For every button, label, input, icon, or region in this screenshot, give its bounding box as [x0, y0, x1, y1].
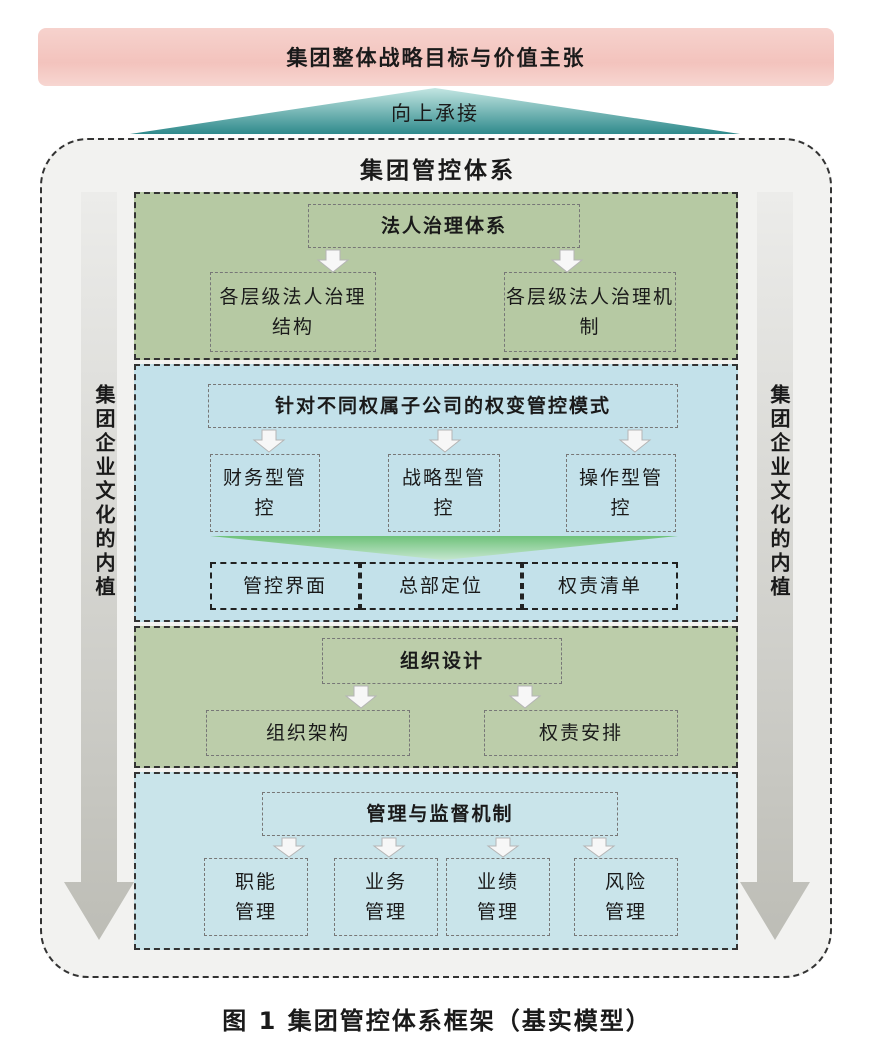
- org-design-panel: [134, 626, 738, 768]
- operational-control-box: 操作型管控: [566, 454, 676, 532]
- up-triangle: [130, 88, 740, 134]
- strategy-banner-text: 集团整体战略目标与价值主张: [286, 45, 586, 70]
- right-side-label: 集团企业文化的内植: [767, 384, 791, 600]
- legal-structure-box: 各层级法人治理结构: [210, 272, 376, 352]
- org-design-head: 组织设计: [322, 638, 562, 684]
- left-side-label: 集团企业文化的内植: [92, 384, 116, 600]
- right-down-arrow: [740, 192, 810, 940]
- control-mode-head: 针对不同权属子公司的权变管控模式: [208, 384, 678, 428]
- convergence-band: [210, 536, 678, 560]
- control-mode-panel: [134, 364, 738, 622]
- responsibility-arrangement-box: 权责安排: [484, 710, 678, 756]
- up-label: 向上承接: [391, 100, 479, 125]
- functional-mgmt-box: 职能管理: [204, 858, 308, 936]
- mgmt-supervision-head: 管理与监督机制: [262, 792, 618, 836]
- mgmt-supervision-panel: [134, 772, 738, 950]
- financial-control-box: 财务型管控: [210, 454, 320, 532]
- legal-governance-head: 法人治理体系: [308, 204, 580, 248]
- frame-title: 集团管控体系: [360, 157, 516, 184]
- control-interface-box: 管控界面: [210, 562, 360, 610]
- strategic-control-box: 战略型管控: [388, 454, 500, 532]
- responsibility-list-box: 权责清单: [522, 562, 678, 610]
- performance-mgmt-box: 业绩管理: [446, 858, 550, 936]
- left-down-arrow: [64, 192, 134, 940]
- strategy-banner: 集团整体战略目标与价值主张: [38, 28, 834, 86]
- risk-mgmt-box: 风险管理: [574, 858, 678, 936]
- legal-mechanism-box: 各层级法人治理机制: [504, 272, 676, 352]
- business-mgmt-box: 业务管理: [334, 858, 438, 936]
- hq-positioning-box: 总部定位: [360, 562, 522, 610]
- org-structure-box: 组织架构: [206, 710, 410, 756]
- figure-caption: 图 1 集团管控体系框架（基实模型）: [222, 1006, 652, 1035]
